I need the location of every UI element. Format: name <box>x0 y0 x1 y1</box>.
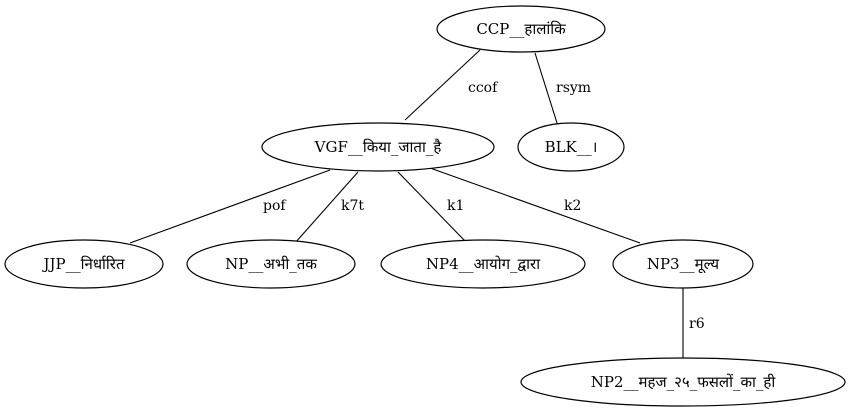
edge-label-r6: r6 <box>689 316 705 332</box>
node-label: NP2__महज_२५_फसलों_का_ही <box>591 373 777 391</box>
node-np: NP__अभी_तक <box>186 239 356 289</box>
edge-k1 <box>397 171 466 242</box>
node-label: VGF__किया_जाता_है <box>314 138 443 156</box>
edge-pof <box>129 169 331 244</box>
edge-label-pof: pof <box>263 198 287 214</box>
node-np4: NP4__आयोग_द्वारा <box>380 239 586 289</box>
edge-label-k1: k1 <box>447 198 464 214</box>
edge-rsym <box>534 52 558 124</box>
edge-label-ccof: ccof <box>468 80 499 96</box>
node-label: CCP__हालांकि <box>476 20 566 38</box>
edge-ccof <box>404 49 481 121</box>
node-np2: NP2__महज_२५_फसलों_का_ही <box>520 357 846 407</box>
edge-k2 <box>429 167 641 244</box>
node-np3: NP3__मूल्य <box>612 239 754 289</box>
node-ccp: CCP__हालांकि <box>436 5 606 53</box>
node-label: NP3__मूल्य <box>647 255 720 274</box>
node-label: NP__अभी_तक <box>225 255 317 273</box>
edge-k7t <box>294 171 359 244</box>
node-label: NP4__आयोग_द्वारा <box>426 255 541 273</box>
node-jjp: JJP__निर्धारित <box>4 239 164 289</box>
edge-label-k7t: k7t <box>341 198 364 214</box>
node-vgf: VGF__किया_जाता_है <box>261 122 495 172</box>
node-blk: BLK__। <box>517 122 625 172</box>
node-label: BLK__। <box>545 138 598 156</box>
edge-label-rsym: rsym <box>556 80 591 96</box>
node-label: JJP__निर्धारित <box>41 255 124 273</box>
edge-label-k2: k2 <box>564 198 581 214</box>
